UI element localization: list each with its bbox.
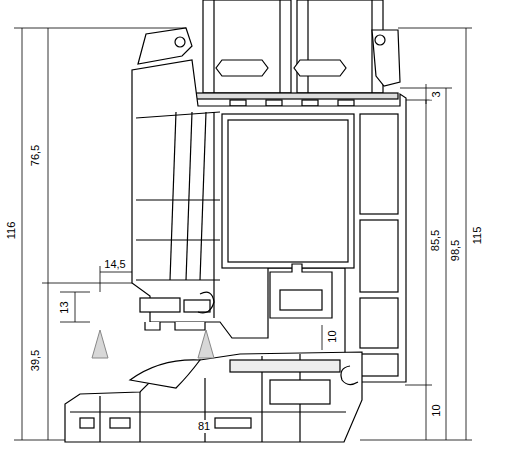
dimension-value: 10 <box>430 402 443 418</box>
dimension-value: 13 <box>58 299 71 315</box>
dimension-value: 14,5 <box>102 258 127 271</box>
dimension-value: 115 <box>471 224 484 246</box>
dimension-value: 116 <box>5 219 18 241</box>
dimension-value: 85,5 <box>429 227 442 252</box>
dimension-value: 39,5 <box>29 347 42 372</box>
dimension-value: 10 <box>326 328 339 344</box>
dimension-value: 76,5 <box>29 142 42 167</box>
drainage-arrows <box>92 330 214 358</box>
dimension-value: 3 <box>430 89 443 99</box>
dimension-value: 98,5 <box>449 237 462 262</box>
dimension-value: 81 <box>196 420 212 433</box>
profile-outline <box>65 0 406 442</box>
